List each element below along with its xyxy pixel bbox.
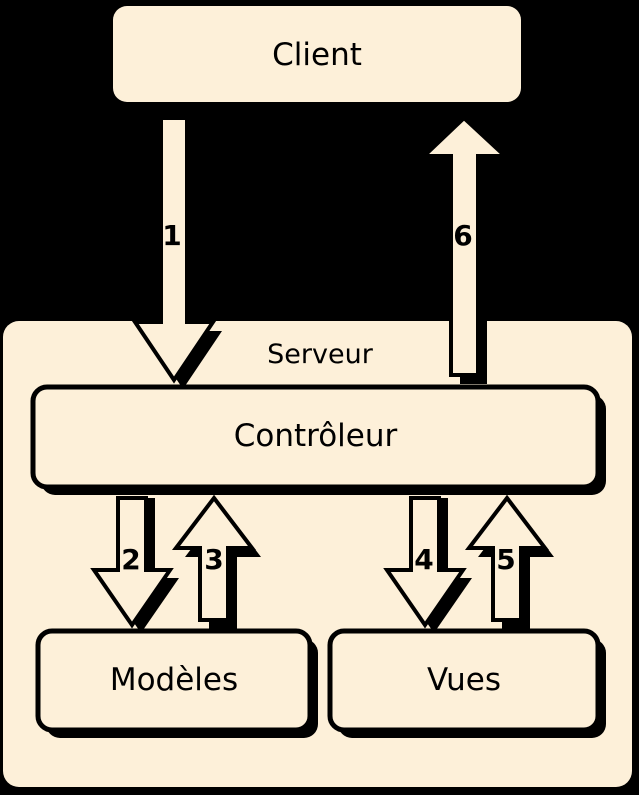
client-box-body bbox=[113, 6, 521, 102]
arrow-1-body bbox=[131, 116, 217, 384]
arrow-5-shape bbox=[464, 494, 554, 629]
controleur-box[interactable] bbox=[30, 384, 606, 495]
arrow-4-number: 4 bbox=[414, 543, 434, 576]
vues-box-body bbox=[327, 628, 601, 733]
arrow-3-number: 3 bbox=[204, 543, 224, 576]
arrow-5-number: 5 bbox=[496, 543, 516, 576]
arrow-3-shape bbox=[171, 494, 261, 629]
controleur-label: Contrôleur bbox=[233, 418, 398, 454]
arrow-3-body bbox=[171, 494, 257, 622]
client-box[interactable] bbox=[113, 6, 527, 108]
arrow-2-body bbox=[90, 496, 174, 629]
arrow-6-shape bbox=[418, 115, 514, 384]
arrow-5-body bbox=[464, 494, 550, 622]
arrow-1-shape bbox=[131, 116, 222, 389]
vues-label: Vues bbox=[427, 662, 501, 698]
vues-box[interactable] bbox=[327, 628, 606, 738]
arrow-6-number: 6 bbox=[453, 219, 473, 252]
arrow-2-number: 2 bbox=[121, 543, 141, 576]
arrow-1-number: 1 bbox=[162, 219, 182, 252]
arrow-2-shape bbox=[90, 496, 179, 633]
controleur-box-body bbox=[30, 384, 601, 490]
arrow-4-shape bbox=[383, 496, 472, 633]
modeles-box-body bbox=[35, 628, 313, 733]
client-label: Client bbox=[272, 37, 362, 73]
serveur-label: Serveur bbox=[267, 339, 373, 370]
modeles-label: Modèles bbox=[109, 662, 239, 698]
modeles-box[interactable] bbox=[35, 628, 318, 738]
arrow-4-body bbox=[383, 496, 467, 629]
arrow-6-body bbox=[418, 115, 511, 377]
